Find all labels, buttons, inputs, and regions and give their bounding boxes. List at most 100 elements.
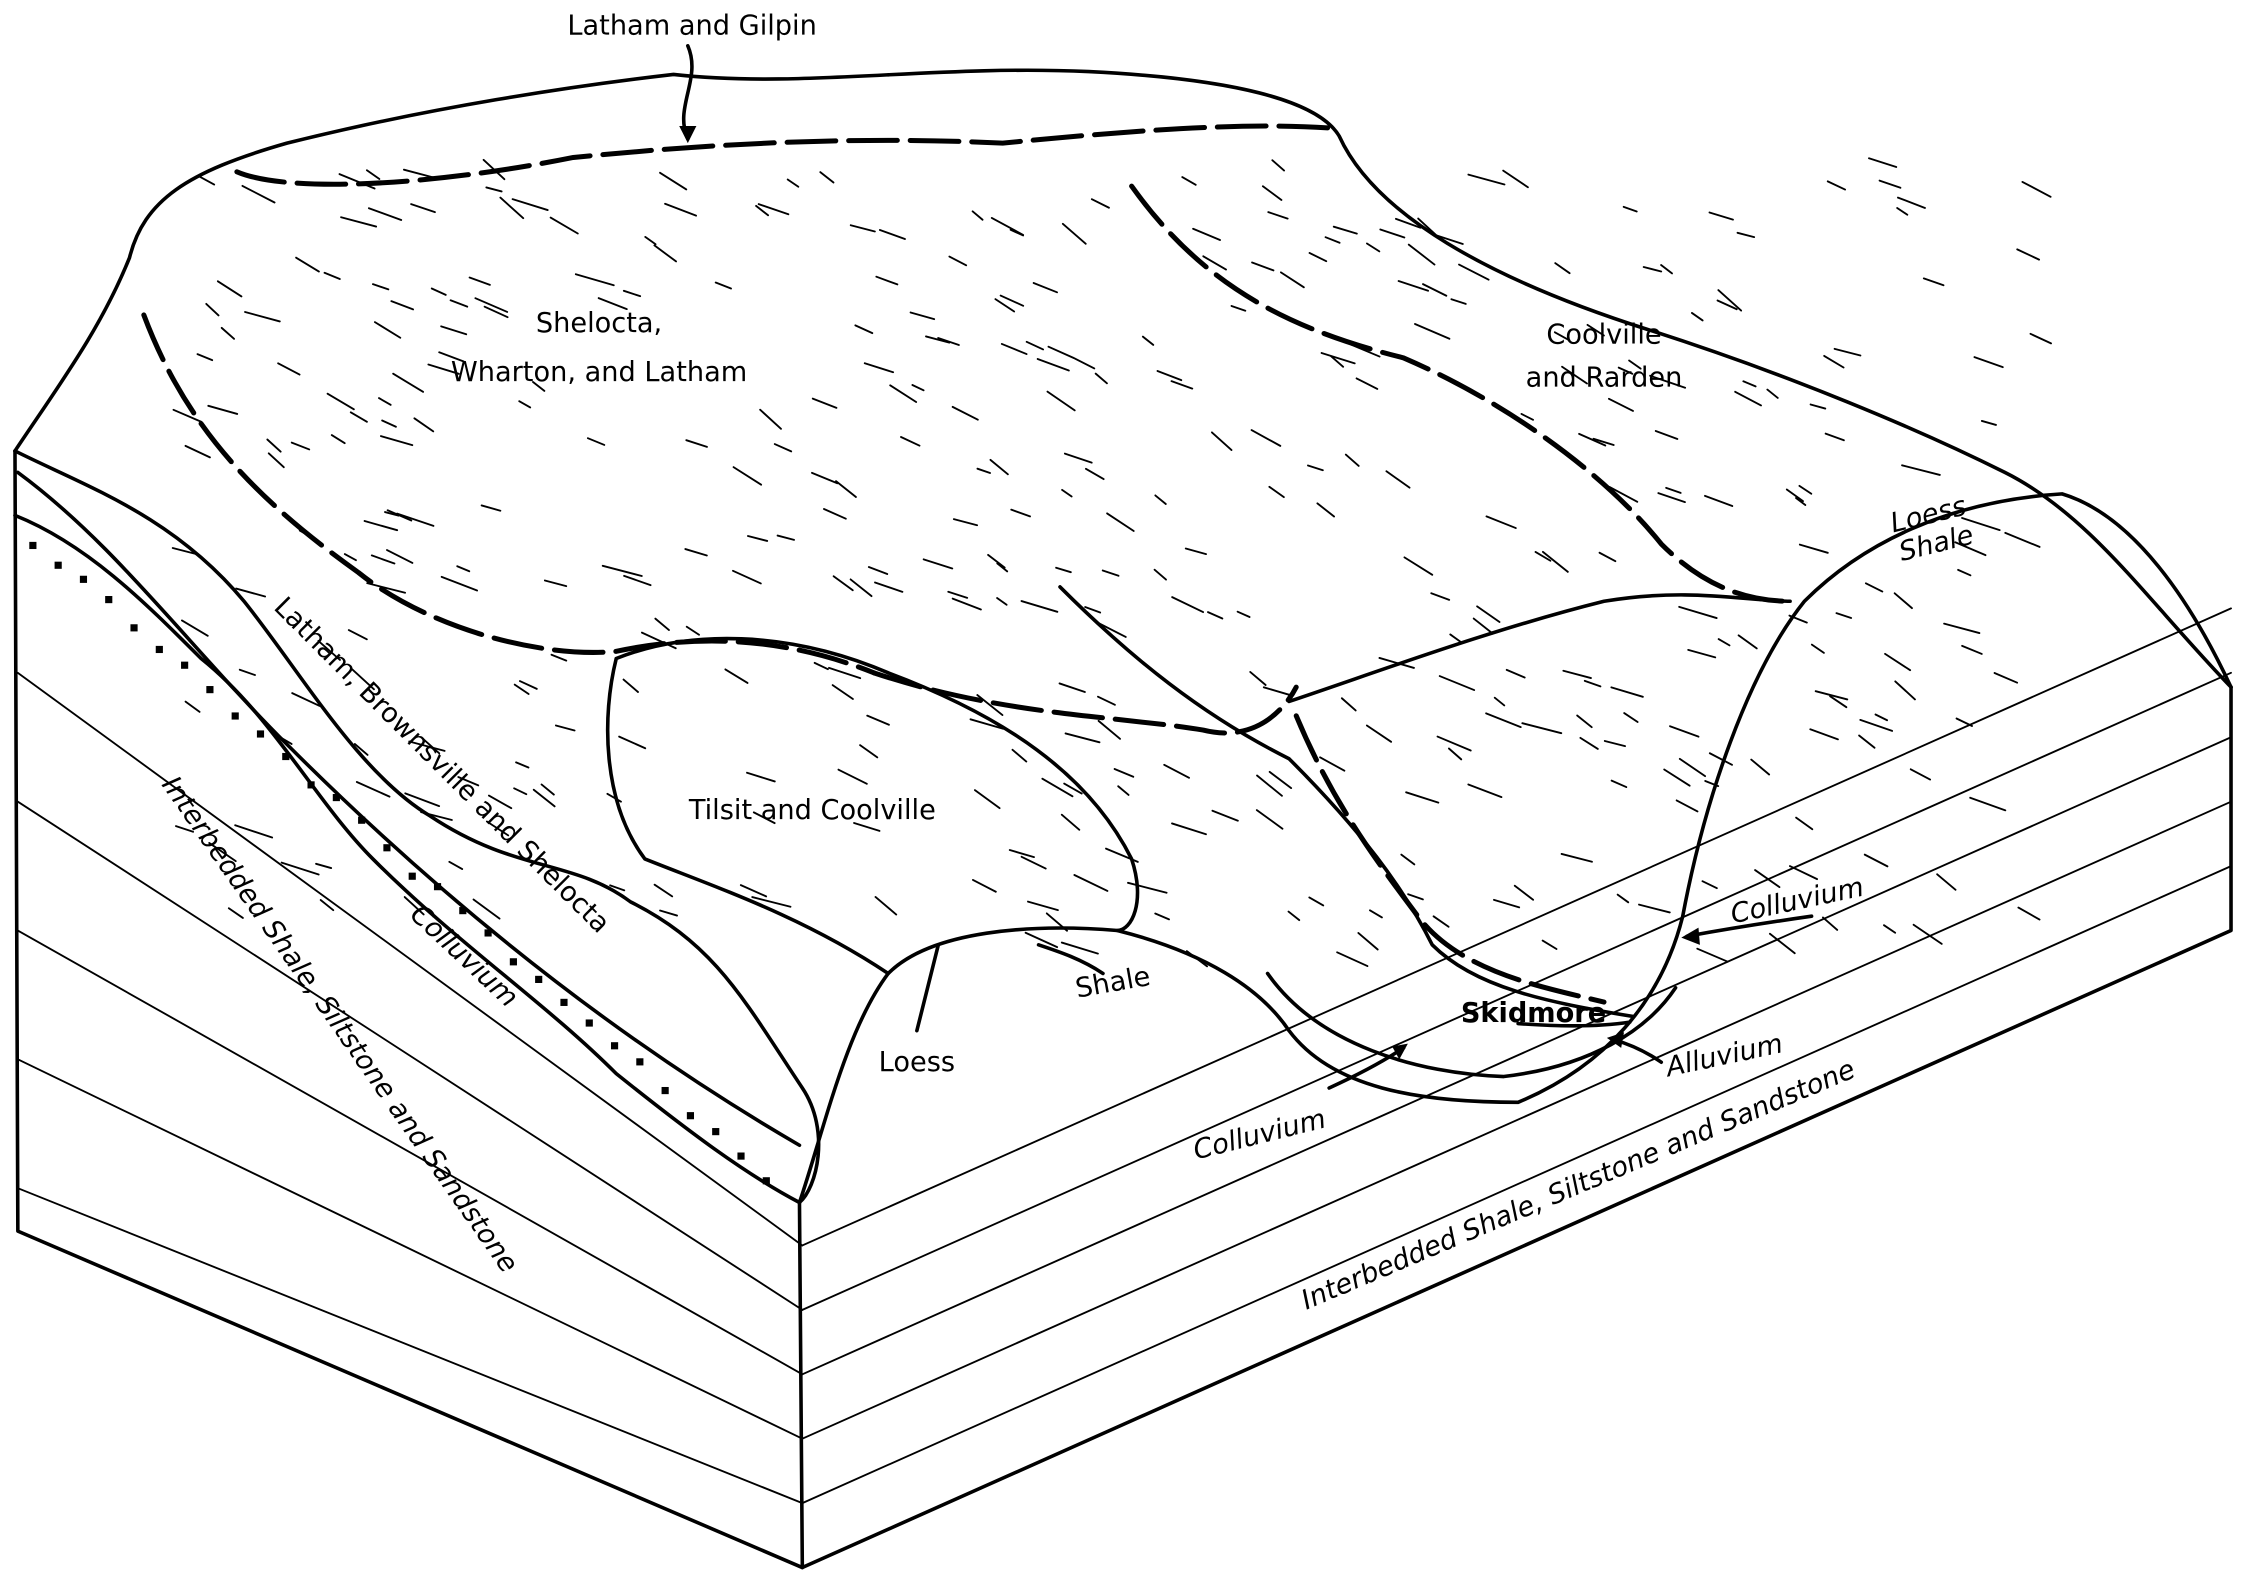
colluvium-dot xyxy=(206,686,214,694)
hatch-stroke xyxy=(448,860,464,870)
hatch-stroke xyxy=(863,362,895,374)
hatch-stroke xyxy=(1366,242,1381,253)
hatch-stroke xyxy=(323,271,341,280)
hatch-stroke xyxy=(472,898,501,920)
hatch-stroke xyxy=(1041,777,1074,798)
hatch-stroke xyxy=(427,363,460,375)
hatch-stroke xyxy=(1701,880,1718,890)
hatch-stroke xyxy=(1000,343,1028,355)
hatch-stroke xyxy=(238,668,256,676)
hatch-stroke xyxy=(641,631,677,650)
hatch-stroke xyxy=(1438,675,1476,692)
hatch-stroke xyxy=(386,549,414,564)
hatch-stroke xyxy=(609,884,626,892)
hatch-stroke xyxy=(999,294,1025,307)
hatch-stroke xyxy=(828,666,862,680)
hatch-stroke xyxy=(485,820,510,837)
hatch-stroke xyxy=(1678,605,1718,620)
hatch-stroke xyxy=(1562,669,1592,679)
hatch-stroke xyxy=(1821,916,1839,931)
hatch-stroke xyxy=(739,884,768,898)
hatch-stroke xyxy=(1716,299,1738,311)
colluvium-dot xyxy=(54,561,62,569)
bedding-line xyxy=(801,800,2232,1440)
hatch-stroke xyxy=(1628,359,1642,370)
hatch-stroke xyxy=(1308,252,1328,263)
hatch-stroke xyxy=(1106,512,1135,532)
hatch-stroke xyxy=(1654,430,1679,440)
hatch-stroke xyxy=(1766,388,1779,399)
colluvium-dot xyxy=(105,596,113,604)
hatch-stroke xyxy=(277,362,301,376)
hatch-stroke xyxy=(1307,464,1324,472)
bedrock-bedding-lines xyxy=(16,541,2232,1505)
hatch-stroke xyxy=(1192,227,1221,241)
hatch-stroke xyxy=(1893,592,1913,610)
hatch-stroke xyxy=(408,740,446,752)
hatch-stroke xyxy=(480,504,502,512)
hatch-stroke xyxy=(1863,853,1889,868)
hatch-stroke xyxy=(485,186,503,193)
hatch-stroke xyxy=(867,566,889,575)
hatch-stroke xyxy=(1623,712,1639,723)
hatch-stroke xyxy=(1785,488,1804,503)
hatch-stroke xyxy=(347,629,368,641)
colluvium-dot xyxy=(459,907,467,915)
hatch-stroke xyxy=(1060,941,1099,955)
hatch-stroke xyxy=(1579,736,1599,750)
hatch-stroke xyxy=(338,173,376,190)
label-bedrock-left: Interbedded Shale, Siltstone and Sandsto… xyxy=(155,771,524,1279)
hatch-stroke xyxy=(1447,747,1463,761)
hatch-stroke xyxy=(973,789,1001,810)
hatch-stroke xyxy=(773,443,793,453)
hatch-stroke xyxy=(1750,758,1771,776)
hatch-stroke xyxy=(849,224,876,233)
colluvium-dot xyxy=(636,1058,644,1066)
hatch-stroke xyxy=(1036,358,1070,372)
hatch-stroke xyxy=(1657,492,1686,504)
hatch-stroke xyxy=(1737,634,1758,650)
hatch-stroke xyxy=(618,735,647,750)
hatch-stroke xyxy=(365,169,381,180)
hatch-stroke xyxy=(487,794,513,810)
hatch-stroke xyxy=(235,587,267,598)
hatch-stroke xyxy=(1332,225,1358,235)
hatch-stroke xyxy=(291,692,321,707)
hatch-stroke xyxy=(1687,648,1717,659)
bedding-line xyxy=(16,671,804,1247)
hatch-stroke xyxy=(1365,724,1393,743)
colluvium-dot xyxy=(282,752,290,761)
hatch-stroke xyxy=(363,520,399,532)
hatch-stroke xyxy=(1324,236,1341,244)
hatch-stroke xyxy=(1616,893,1630,904)
hatch-stroke xyxy=(1084,606,1102,614)
hatch-stroke xyxy=(1795,816,1814,831)
hatch-stroke xyxy=(468,276,491,286)
hatch-stroke xyxy=(1829,695,1848,709)
hatch-stroke xyxy=(1171,822,1207,836)
hatch-stroke xyxy=(1858,734,1876,749)
hatch-stroke xyxy=(1251,261,1275,272)
hatch-stroke xyxy=(1430,592,1451,601)
hatch-stroke xyxy=(1554,262,1571,275)
hatch-stroke xyxy=(732,466,763,486)
label-arrows xyxy=(679,44,1814,1090)
hatch-stroke xyxy=(403,896,425,916)
hatch-stroke xyxy=(381,419,397,428)
hatch-stroke xyxy=(1809,403,1827,410)
hatch-stroke xyxy=(1472,617,1494,635)
hatch-stroke xyxy=(280,861,320,876)
hatch-stroke xyxy=(1055,566,1072,574)
hatch-stroke xyxy=(515,761,530,769)
hatch-stroke xyxy=(1810,643,1825,654)
hatch-stroke xyxy=(813,661,829,671)
hatch-stroke xyxy=(438,351,465,363)
label-colluvium-bottom: Colluvium xyxy=(1190,1104,1329,1167)
colluvium-dot xyxy=(686,1112,695,1120)
hatch-stroke xyxy=(937,337,960,346)
hatch-stroke xyxy=(1405,791,1440,804)
hatch-stroke xyxy=(1073,357,1096,370)
hatch-stroke xyxy=(1113,768,1135,778)
hatch-stroke xyxy=(724,668,749,684)
hatch-stroke xyxy=(1493,696,1506,707)
